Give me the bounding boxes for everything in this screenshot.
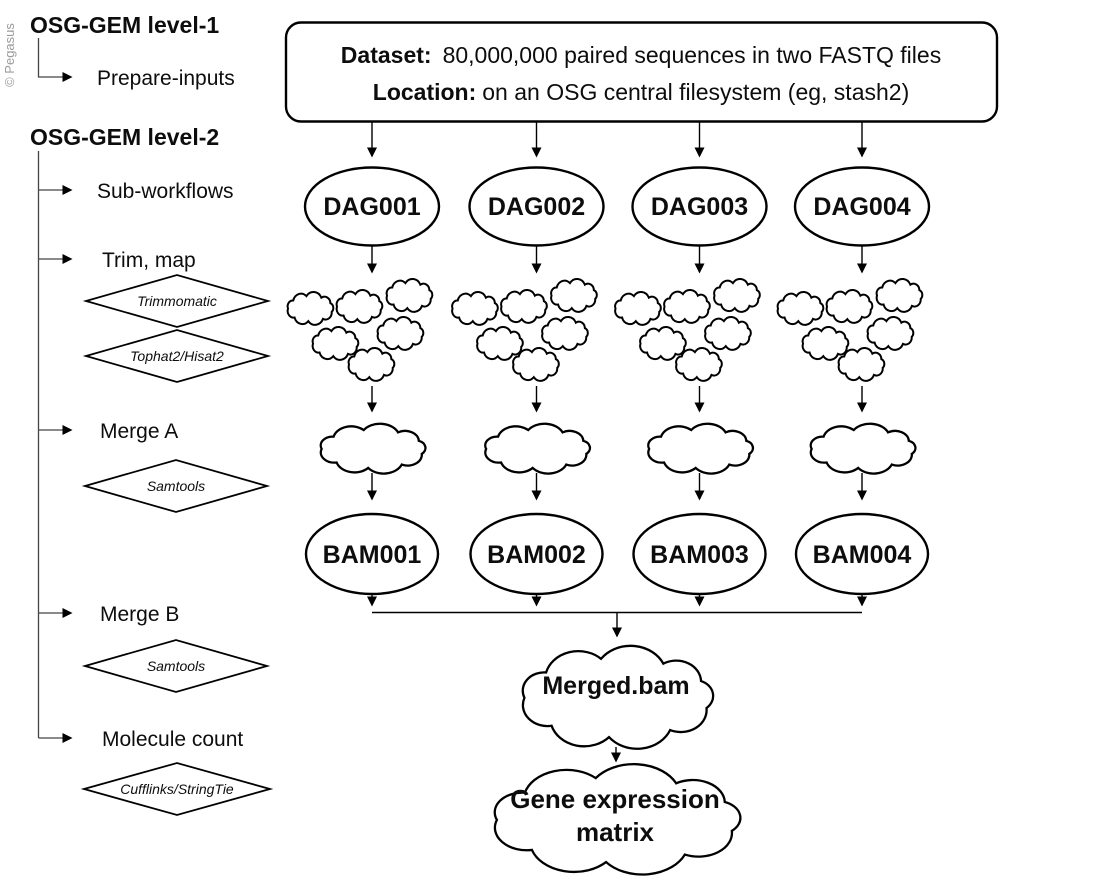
legend-item-prepare-inputs: Prepare-inputs xyxy=(97,67,235,90)
dag-node-2 xyxy=(468,166,605,247)
legend-item-merge-b: Merge B xyxy=(100,603,179,626)
job-cloud-cluster-1 xyxy=(288,279,433,381)
job-cloud-cluster-2 xyxy=(452,279,597,381)
diamond-shape xyxy=(81,639,271,693)
legend-item-molecule-count: Molecule count xyxy=(102,728,243,751)
tool-label: Tophat2/Hisat2 xyxy=(130,348,224,364)
tool-diamond-samtools-a: Samtools xyxy=(81,459,271,513)
diamond-shape xyxy=(81,459,271,513)
tool-label: Cufflinks/StringTie xyxy=(120,781,234,797)
gene-expression-label-line1: Gene expression xyxy=(510,784,720,814)
bam-node-2 xyxy=(469,512,604,596)
bam-node-4-label: BAM004 xyxy=(813,541,912,569)
location-label: Location: xyxy=(373,79,477,105)
dataset-label: Dataset: xyxy=(341,42,432,68)
legend-item-sub-workflows: Sub-workflows xyxy=(97,180,234,203)
dag-node-4 xyxy=(793,166,931,247)
dag-node-1-label: DAG001 xyxy=(323,193,420,221)
legend-item-trim-map: Trim, map xyxy=(102,249,196,272)
level1-branch-line xyxy=(37,38,73,82)
tool-diamond-trimmomatic: Trimmomatic xyxy=(82,274,272,328)
dag-node-4-label: DAG004 xyxy=(813,193,910,221)
location-line: Location:on an OSG central filesystem (e… xyxy=(373,79,909,105)
tool-diamond-tophat2-hisat2: Tophat2/Hisat2 xyxy=(82,329,272,383)
merge-cloud-icon-3 xyxy=(646,422,755,475)
pipeline-column-1: DAG001 BAM001 xyxy=(288,122,441,607)
diamond-shape xyxy=(80,762,274,816)
tool-label: Samtools xyxy=(147,478,205,494)
dataset-info-box: Dataset: 80,000,000 paired sequences in t… xyxy=(284,21,999,123)
tool-diamond-cufflinks-stringtie: Cufflinks/StringTie xyxy=(80,762,274,816)
merge-cloud-icon-2 xyxy=(483,422,592,475)
gene-expression-cloud: Gene expression matrix xyxy=(495,764,741,874)
bam-node-3-label: BAM003 xyxy=(650,541,749,569)
tool-diamond-samtools-b: Samtools xyxy=(81,639,271,693)
legend-level1: OSG-GEM level-1 Prepare-inputs xyxy=(30,12,235,90)
pipeline-column-3: DAG003 BAM003 xyxy=(615,122,768,607)
location-text: on an OSG central filesystem (eg, stash2… xyxy=(482,79,909,105)
dag-node-2-label: DAG002 xyxy=(488,193,585,221)
job-cloud-cluster-4 xyxy=(778,279,923,381)
job-cloud-cluster-3 xyxy=(615,279,760,381)
bam-node-4 xyxy=(794,512,930,596)
bam-node-2-label: BAM002 xyxy=(487,541,586,569)
bam-node-3 xyxy=(632,512,767,596)
pipeline-column-2: DAG002 BAM002 xyxy=(452,122,605,607)
dataset-text: 80,000,000 paired sequences in two FASTQ… xyxy=(443,42,942,68)
gene-expression-label-line2: matrix xyxy=(576,817,655,847)
bam-node-1-label: BAM001 xyxy=(323,541,422,569)
level1-heading: OSG-GEM level-1 xyxy=(30,12,219,38)
legend-level2: OSG-GEM level-2 Sub-workflows Trim, map … xyxy=(30,124,274,816)
merge-cloud-icon-1 xyxy=(319,422,427,475)
level2-heading: OSG-GEM level-2 xyxy=(30,124,219,150)
merged-bam-cloud: Merged.bam xyxy=(523,646,713,749)
dag-node-3-label: DAG003 xyxy=(651,193,748,221)
dag-node-1 xyxy=(303,166,441,247)
dag-node-3 xyxy=(631,166,768,247)
diamond-shape xyxy=(82,274,272,328)
pipeline-column-4: DAG004 BAM004 xyxy=(778,122,931,607)
merged-bam-label: Merged.bam xyxy=(542,672,689,700)
dataset-box-outline xyxy=(284,21,999,123)
bam-node-1 xyxy=(304,512,440,596)
merge-cloud-icon-4 xyxy=(809,422,917,475)
legend-item-merge-a: Merge A xyxy=(100,420,178,443)
diamond-shape xyxy=(82,329,272,383)
tool-label: Trimmomatic xyxy=(137,293,217,309)
tool-label: Samtools xyxy=(147,658,205,674)
dataset-line: Dataset: 80,000,000 paired sequences in t… xyxy=(341,42,941,68)
pegasus-watermark: © Pegasus xyxy=(2,23,17,87)
